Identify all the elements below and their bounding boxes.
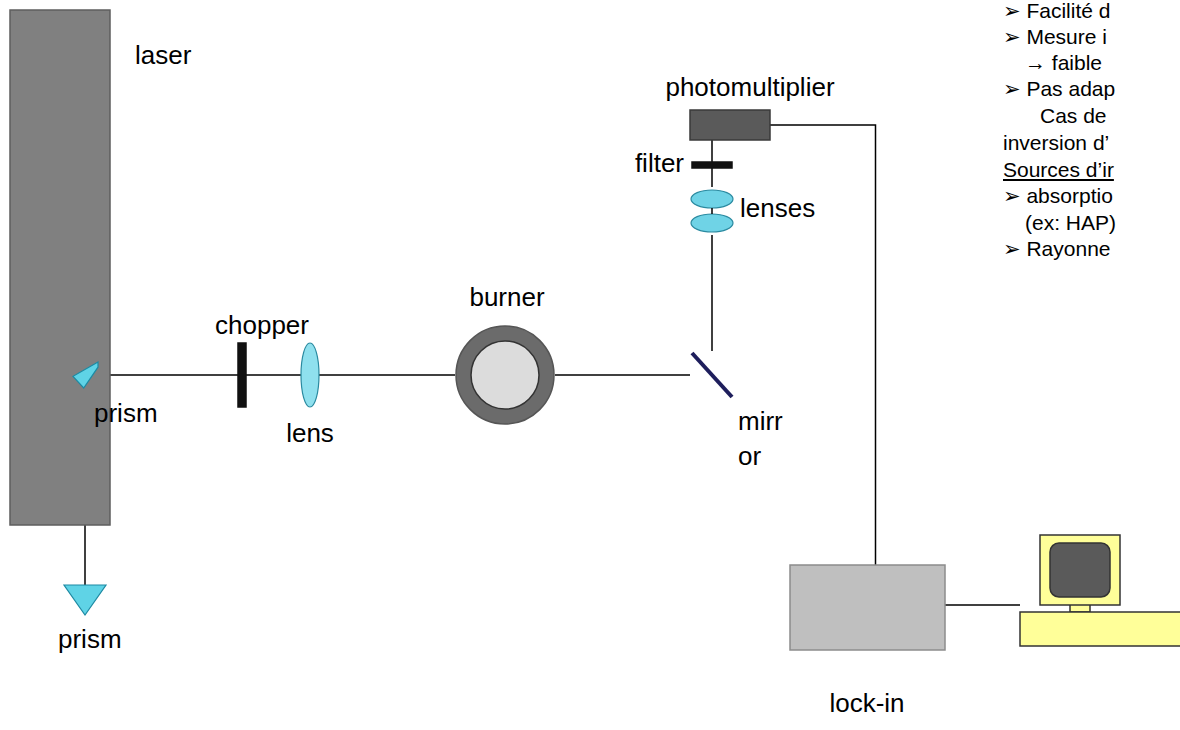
burner-ring: burner <box>455 325 555 425</box>
chopper-blade: chopper <box>238 343 246 407</box>
beam-line <box>770 125 876 565</box>
prism-shape <box>72 362 98 388</box>
component-label: photomultiplier <box>665 72 834 102</box>
component-label-box: lenses <box>740 193 815 224</box>
component-label-box: burner <box>469 282 544 313</box>
optical-filter-shape <box>692 162 732 168</box>
component-label: mirr or <box>738 406 783 471</box>
computer <box>1020 535 1180 646</box>
note-line: ➢ Rayonne <box>1003 237 1111 260</box>
component-label-box: filter <box>635 148 684 179</box>
note-line: (ex: HAP) <box>1025 211 1116 234</box>
laser-source-shape <box>10 10 110 525</box>
chopper-blade-shape <box>238 343 246 407</box>
photomultiplier-box-shape <box>690 110 770 140</box>
component-label-box: prism <box>94 398 158 429</box>
mirror: mirr or <box>690 351 734 399</box>
component-label-box: photomultiplier <box>665 72 834 103</box>
signal-wire <box>945 604 1020 606</box>
note-line: → faible <box>1025 51 1102 74</box>
photomultiplier-box: photomultiplier <box>690 110 770 140</box>
component-label-box: laser <box>135 40 191 71</box>
component-label: prism <box>94 398 158 428</box>
component-label: lenses <box>740 193 815 223</box>
note-line-box: (ex: HAP) <box>1025 210 1116 235</box>
note-line-box: Sources d’ir <box>1003 157 1114 182</box>
component-label-box: chopper <box>215 310 309 341</box>
component-label: lock-in <box>829 688 904 718</box>
note-line-box: → faible <box>1025 50 1102 75</box>
beam-line <box>98 374 238 376</box>
note-line-box: ➢ absorptio <box>1003 183 1113 208</box>
note-line: inversion d’ <box>1003 131 1109 154</box>
focusing-lens-shape <box>301 343 319 407</box>
note-line-box: ➢ Pas adap <box>1003 76 1115 101</box>
component-label: burner <box>469 282 544 312</box>
mirror-shape <box>690 351 734 399</box>
burner-ring-shape <box>455 325 555 425</box>
component-label: lens <box>286 418 334 448</box>
beam-line <box>711 140 713 162</box>
component-label-box: lock-in <box>829 688 904 719</box>
note-line: ➢ absorptio <box>1003 184 1113 207</box>
optical-filter: filter <box>692 162 732 168</box>
component-label-box: mirr or <box>738 404 783 474</box>
focusing-lens: lens <box>301 343 319 407</box>
prism-shape <box>64 585 106 615</box>
beam-line <box>711 235 713 351</box>
beam-line <box>246 374 301 376</box>
component-label-box: lens <box>286 418 334 449</box>
prism: prism <box>72 362 98 388</box>
note-line: ➢ Pas adap <box>1003 77 1115 100</box>
prism: prism <box>64 585 106 615</box>
beam-line <box>711 168 713 187</box>
lens-pair: lenses <box>690 187 734 235</box>
note-line-box: ➢ Facilité d <box>1003 0 1110 23</box>
beam-line <box>555 374 690 376</box>
note-line-box: ➢ Rayonne <box>1003 236 1111 261</box>
note-line-box: inversion d’ <box>1003 130 1109 155</box>
component-label: filter <box>635 148 684 178</box>
note-line-box: Cas de <box>1040 103 1107 128</box>
note-line: Cas de <box>1040 104 1107 127</box>
lock-in-amplifier: lock-in <box>790 565 945 650</box>
beam-line <box>319 374 455 376</box>
lens-pair-shape <box>690 187 734 235</box>
component-label-box: prism <box>58 624 122 655</box>
note-line-box: ➢ Mesure i <box>1003 24 1107 49</box>
component-label: prism <box>58 624 122 654</box>
note-line: Sources d’ir <box>1003 158 1114 181</box>
laser-source: laser <box>10 10 110 525</box>
component-label: laser <box>135 40 191 70</box>
note-line: ➢ Facilité d <box>1003 0 1110 22</box>
component-label: chopper <box>215 310 309 340</box>
note-line: ➢ Mesure i <box>1003 25 1107 48</box>
lock-in-amplifier-shape <box>790 565 945 650</box>
